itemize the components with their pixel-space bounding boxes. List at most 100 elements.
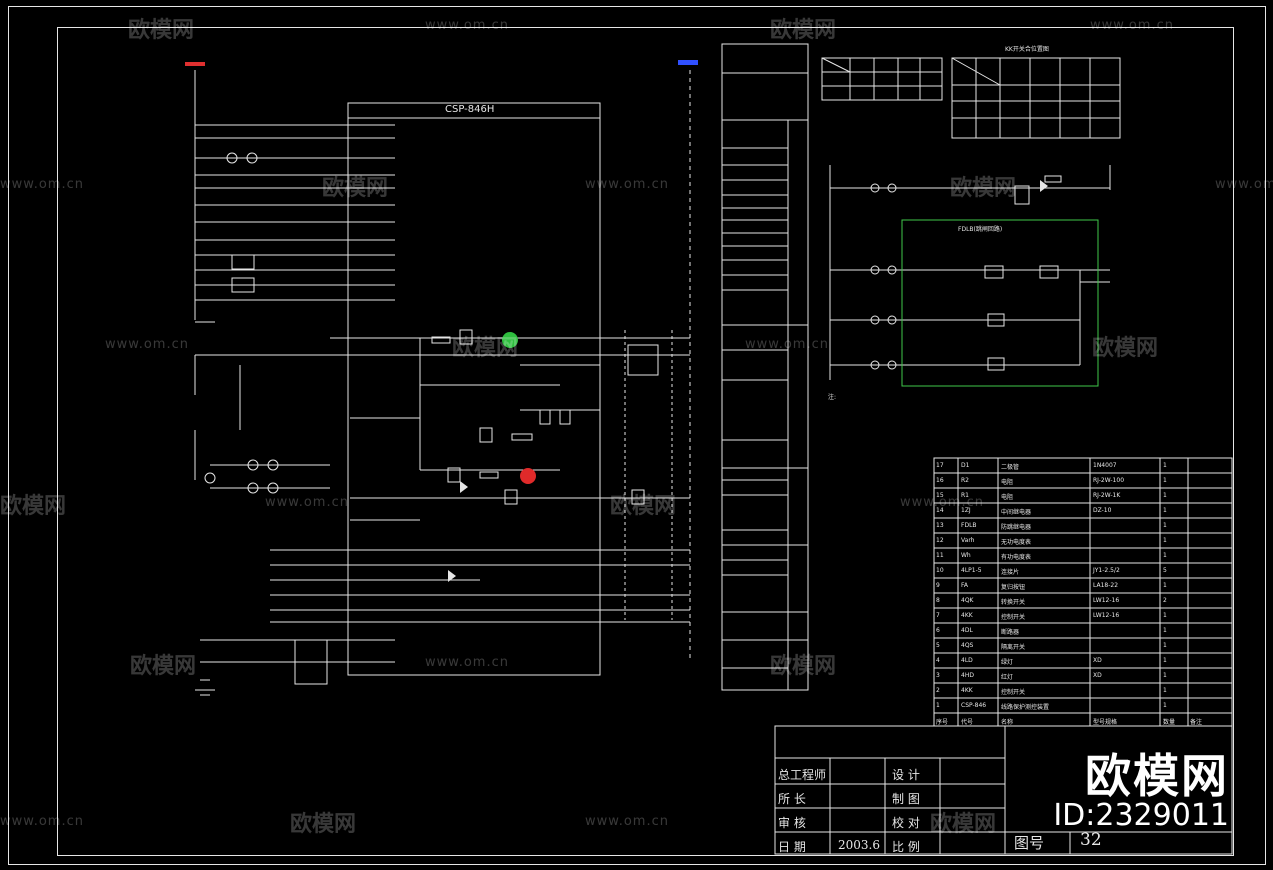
bom-cell: 4QS xyxy=(961,642,974,649)
bom-cell: 10 xyxy=(936,567,944,574)
bom-cell: 3 xyxy=(936,672,940,679)
watermark-brand: 欧模网 xyxy=(130,654,197,679)
bom-cell: 13 xyxy=(936,522,944,529)
watermark-brand: 欧模网 xyxy=(770,654,837,679)
tb-scale: 比 例 xyxy=(892,840,920,854)
bom-cell: 防跳继电器 xyxy=(1001,524,1032,531)
coil-group-label: FDLB(跳闸回路) xyxy=(958,226,1003,233)
bom-cell: 连接片 xyxy=(1001,569,1020,576)
bom-cell: 复归按钮 xyxy=(1001,584,1026,591)
tb-date-label: 日 期 xyxy=(778,840,806,854)
watermark-url: www.om.cn xyxy=(0,814,84,829)
bom-cell: 1 xyxy=(1163,627,1167,634)
watermark-brand: 欧模网 xyxy=(0,494,67,519)
tb-drawing-no-value: 32 xyxy=(1080,830,1102,850)
bom-cell: 4DL xyxy=(961,627,973,634)
watermark-url: www.om.cn xyxy=(1090,18,1174,33)
tb-director: 所 长 xyxy=(778,792,806,806)
bom-cell: 4LD xyxy=(961,657,973,664)
bom-cell: RJ-2W-1K xyxy=(1093,492,1121,499)
tb-date-value: 2003.6 xyxy=(838,838,880,852)
bom-cell: 1ZJ xyxy=(961,507,971,514)
bom-cell: 1 xyxy=(1163,582,1167,589)
bom-cell: 1 xyxy=(1163,492,1167,499)
bom-cell: XD xyxy=(1093,657,1102,664)
bom-cell: 二极管 xyxy=(1001,464,1020,471)
bom-cell: 1 xyxy=(1163,477,1167,484)
watermark-brand: 欧模网 xyxy=(322,176,389,201)
watermark-url: www.om.cn xyxy=(265,495,349,510)
bom-cell: 电阻 xyxy=(1001,494,1014,501)
bom-cell: 1 xyxy=(1163,462,1167,469)
watermark-url: www.om.cn xyxy=(425,655,509,670)
watermark-url: www.om.cn xyxy=(105,337,189,352)
bom-cell: 12 xyxy=(936,537,944,544)
watermark-brand: 欧模网 xyxy=(950,176,1017,201)
bom-cell: 17 xyxy=(936,462,944,469)
bom-cell: 控制开关 xyxy=(1001,614,1026,621)
watermark-url: www.om.cn xyxy=(745,337,829,352)
bom-header-cell: 备注 xyxy=(1190,719,1203,726)
tb-chief-engineer: 总工程师 xyxy=(778,768,827,782)
watermark-brand: 欧模网 xyxy=(930,812,997,837)
bom-cell: 1 xyxy=(1163,672,1167,679)
bom-cell: DZ-10 xyxy=(1093,507,1112,514)
bom-header-cell: 代号 xyxy=(961,719,974,726)
device-title: CSP-846H xyxy=(445,104,495,115)
watermark-url: www.om.cn xyxy=(1215,177,1273,192)
outer-frame xyxy=(8,6,1266,865)
watermark-url: www.om.cn xyxy=(585,177,669,192)
tb-checking: 校 对 xyxy=(892,816,920,830)
watermark-url: www.om.cn xyxy=(0,177,84,192)
bom-cell: XD xyxy=(1093,672,1102,679)
bom-header-cell: 名称 xyxy=(1001,719,1014,726)
bom-cell: RJ-2W-100 xyxy=(1093,477,1125,484)
inner-frame xyxy=(57,27,1234,856)
tb-design: 设 计 xyxy=(892,768,920,782)
bom-cell: 2 xyxy=(1163,597,1167,604)
watermark-brand: 欧模网 xyxy=(770,18,837,43)
tb-reviewer: 审 核 xyxy=(778,816,806,830)
bom-cell: JY1-2.5/2 xyxy=(1093,567,1120,574)
bom-cell: 隔离开关 xyxy=(1001,644,1026,651)
bom-cell: 转换开关 xyxy=(1001,599,1026,606)
bom-cell: 1 xyxy=(1163,552,1167,559)
bom-header-cell: 型号规格 xyxy=(1093,719,1118,726)
watermark-brand: 欧模网 xyxy=(290,812,357,837)
bom-cell: 4KK xyxy=(961,612,973,619)
bom-header-cell: 序号 xyxy=(936,719,949,726)
bom-cell: 电阻 xyxy=(1001,479,1014,486)
watermark-brand: 欧模网 xyxy=(1092,336,1159,361)
bom-cell: LW12-16 xyxy=(1093,612,1120,619)
bom-cell: 4HD xyxy=(961,672,974,679)
bom-cell: R2 xyxy=(961,477,969,484)
bom-cell: 1N4007 xyxy=(1093,462,1117,469)
bom-cell: 2 xyxy=(936,687,940,694)
bom-cell: FA xyxy=(961,582,969,589)
watermark-url: www.om.cn xyxy=(425,18,509,33)
bom-cell: 1 xyxy=(1163,612,1167,619)
watermark-brand: 欧模网 xyxy=(610,494,677,519)
corner-brand-logo: 欧模网 xyxy=(1085,749,1229,803)
bom-cell: 5 xyxy=(1163,567,1167,574)
bom-cell: FDLB xyxy=(961,522,977,529)
bom-cell: 1 xyxy=(1163,522,1167,529)
bom-cell: 9 xyxy=(936,582,940,589)
watermark-url: www.om.cn xyxy=(900,495,984,510)
bom-cell: 1 xyxy=(936,702,940,709)
bom-cell: 5 xyxy=(936,642,940,649)
bom-cell: 1 xyxy=(1163,537,1167,544)
bom-cell: 断路器 xyxy=(1001,629,1020,636)
bom-cell: D1 xyxy=(961,462,970,469)
bom-cell: 1 xyxy=(1163,507,1167,514)
bom-cell: 8 xyxy=(936,597,940,604)
bom-cell: 中间继电器 xyxy=(1001,509,1032,516)
bom-cell: 4 xyxy=(936,657,940,664)
bom-cell: 16 xyxy=(936,477,944,484)
bom-cell: 1 xyxy=(1163,687,1167,694)
note-label: 注: xyxy=(828,394,837,401)
kk-table-title: KK开关合位置图 xyxy=(1005,46,1049,53)
bom-cell: 绿灯 xyxy=(1001,659,1014,666)
